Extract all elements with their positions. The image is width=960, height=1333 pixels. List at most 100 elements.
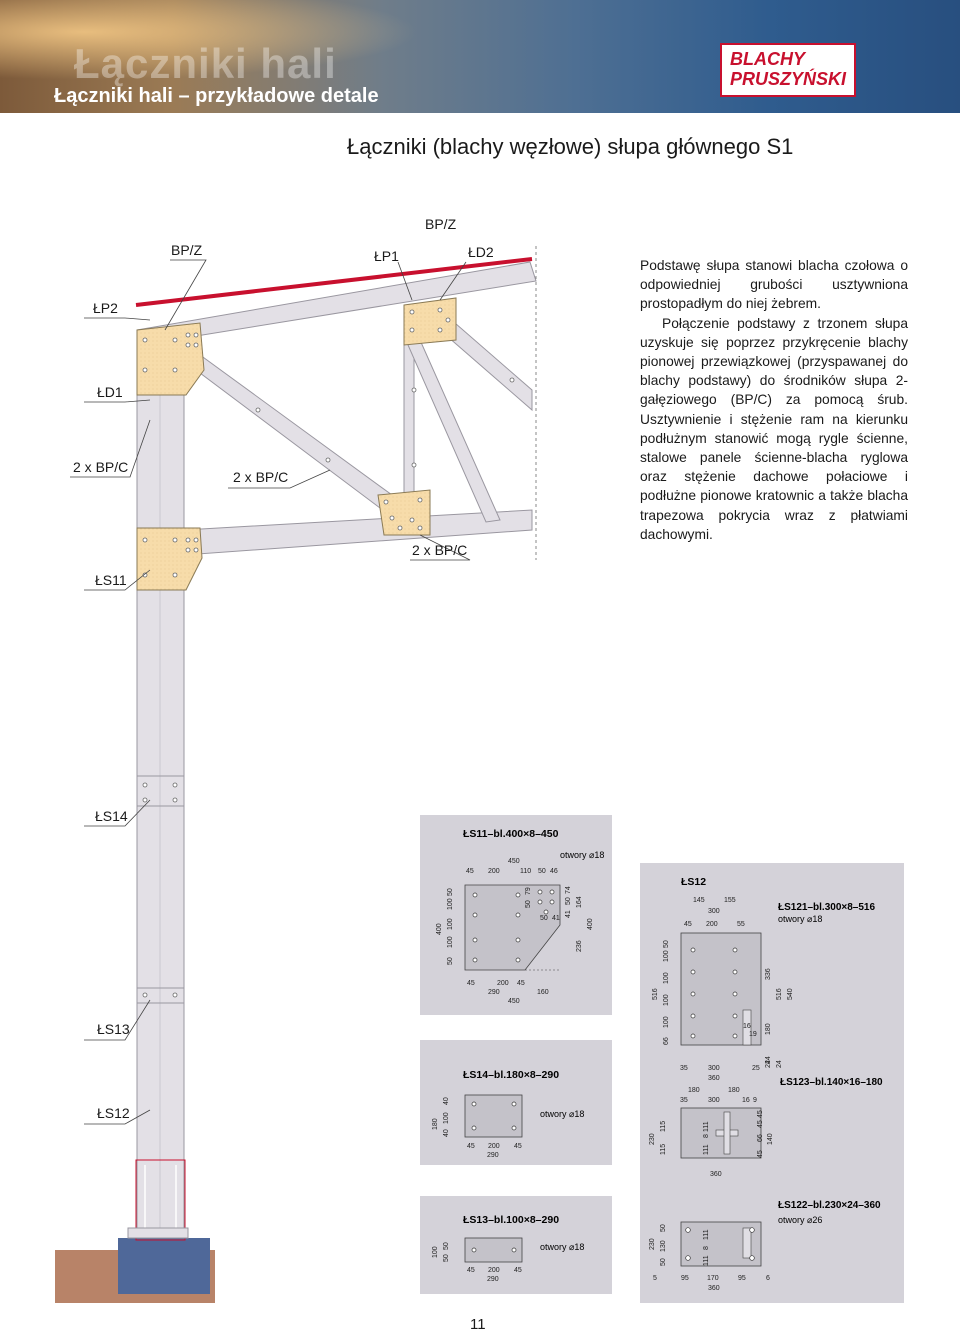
- ls13-holes: otwory ⌀18: [540, 1242, 584, 1252]
- ls123-dim: 230: [649, 1133, 656, 1145]
- ls121-dim: 516: [776, 988, 783, 1000]
- ls11-dim: 45: [466, 868, 474, 875]
- paragraph-1: Podstawę słupa stanowi blacha czołowa o …: [640, 258, 908, 312]
- ls13-dim: 290: [487, 1276, 499, 1283]
- ls123-dim: 9: [753, 1097, 757, 1104]
- ls121-dim: 50: [663, 940, 670, 948]
- ls121-dim: 540: [787, 988, 794, 1000]
- banner-title: Łączniki hali: [74, 40, 337, 87]
- ls122-dim: 95: [681, 1275, 689, 1282]
- bottom-chord: [183, 509, 533, 556]
- detail-ls13: ŁS13–bl.100×8–290 otwory ⌀18 100 50 50 4…: [420, 1196, 612, 1294]
- label-bpc-mid: 2 x BP/C: [233, 469, 288, 485]
- label-lp1: ŁP1: [374, 248, 399, 264]
- ls11-dim: 110: [520, 868, 531, 875]
- ls121-dim: 516: [652, 988, 659, 1000]
- ls121-dim: 100: [663, 972, 670, 984]
- ls122-dim: 50: [660, 1224, 667, 1232]
- ls14-dim: 180: [432, 1118, 439, 1130]
- ls123-dim: 35: [680, 1065, 688, 1072]
- ls11-dim: 50: [538, 868, 546, 875]
- ls14-dim: 40: [443, 1129, 450, 1137]
- ls13-title: ŁS13–bl.100×8–290: [463, 1214, 559, 1226]
- label-bpc-bottom: 2 x BP/C: [412, 542, 467, 558]
- ls11-dim: 50: [447, 888, 454, 896]
- leader-lines: [70, 259, 471, 1125]
- ls123-title: ŁS123–bl.140×16–180: [780, 1077, 883, 1088]
- ls123-dim: 140: [767, 1133, 774, 1145]
- ls123-dim: 115: [660, 1144, 667, 1155]
- ls11-dim: 45: [517, 980, 525, 987]
- ls11-dim: 160: [537, 989, 549, 996]
- plate-ls13: [136, 987, 185, 1004]
- ls14-dim: 45: [514, 1143, 522, 1150]
- column-base: [55, 1159, 215, 1303]
- ls121-dim: 100: [663, 994, 670, 1006]
- page-number: 11: [470, 1316, 486, 1333]
- ls123-dim: 180: [688, 1087, 700, 1094]
- ls13-dim: 100: [432, 1246, 439, 1258]
- drawing-labels: BP/Z BP/Z ŁP1 ŁD2 ŁP2 ŁD1 2 x BP/C 2 x B…: [73, 216, 494, 1121]
- ls11-dim: 50: [565, 897, 572, 905]
- ls13-dim: 200: [488, 1267, 500, 1274]
- ls121-dim: 100: [663, 950, 670, 962]
- ls123-dim: 115: [660, 1121, 667, 1132]
- bolt-holes: [142, 307, 515, 998]
- ls11-dim: 164: [576, 896, 583, 908]
- label-bpz-top: BP/Z: [425, 216, 457, 232]
- ls122-dim: 95: [738, 1275, 746, 1282]
- ls11-dim: 41: [565, 910, 572, 918]
- ls14-dim: 200: [488, 1143, 500, 1150]
- ls13-dim: 45: [514, 1267, 522, 1274]
- ls123-dim: 360: [710, 1171, 722, 1178]
- ls122-dim: 6: [766, 1275, 770, 1282]
- ls121-dim: 336: [765, 968, 772, 980]
- ls123-dim: 16: [742, 1097, 750, 1104]
- ls11-dim: 400: [436, 923, 443, 935]
- ls123-dim: 111: [703, 1121, 710, 1132]
- label-ls11: ŁS11: [95, 572, 127, 588]
- plate-ls14: [136, 775, 185, 807]
- ls11-dim: 41: [552, 915, 560, 922]
- ls123-dim: 45: [757, 1110, 764, 1118]
- ls122-dim: 360: [708, 1285, 720, 1292]
- ls14-holes: otwory ⌀18: [540, 1109, 584, 1119]
- ls121-dim: 19: [749, 1031, 757, 1038]
- ls11-dim: 50: [540, 915, 548, 922]
- label-ls13: ŁS13: [97, 1021, 130, 1037]
- ls123-dim: 45: [757, 1150, 764, 1158]
- ls121-title: ŁS121–bl.300×8–516: [778, 902, 875, 913]
- ls121-dim: 45: [684, 921, 692, 928]
- gusset-plates: [136, 297, 457, 591]
- header-banner: Łączniki hali Łączniki hali – przykładow…: [0, 0, 960, 113]
- ls11-holes: otwory ⌀18: [560, 850, 604, 860]
- label-ld1: ŁD1: [97, 384, 123, 400]
- company-logo: BLACHY PRUSZYŃSKI: [720, 43, 856, 97]
- ls11-dim: 100: [447, 936, 454, 948]
- ls123-dim: 8: [703, 1134, 710, 1138]
- logo-line1: BLACHY: [730, 49, 805, 69]
- ls14-dim: 45: [467, 1143, 475, 1150]
- label-ls12: ŁS12: [97, 1105, 130, 1121]
- ls11-dim: 290: [488, 989, 500, 996]
- ls122-title: ŁS122–bl.230×24–360: [778, 1200, 881, 1211]
- ls122-holes: otwory ⌀26: [778, 1215, 822, 1225]
- page-title: Łączniki (blachy węzłowe) słupa głównego…: [347, 134, 794, 159]
- ls123-dim: 300: [708, 1097, 720, 1104]
- ls123-dim: 25: [752, 1065, 760, 1072]
- main-column: [136, 329, 185, 1261]
- ls11-dim: 450: [508, 998, 520, 1005]
- detail-ls14: ŁS14–bl.180×8–290 otwory ⌀18 180 40 100 …: [420, 1040, 612, 1165]
- ls123-dim: 300: [708, 1065, 720, 1072]
- ls121-holes: otwory ⌀18: [778, 914, 822, 924]
- detail-ls11: ŁS11–bl.400×8–450 otwory ⌀18 450 45 200 …: [420, 815, 612, 1015]
- ls121-dim: 24: [765, 1056, 772, 1064]
- ls122-dim: 111: [703, 1255, 710, 1266]
- ls123-dim: 35: [680, 1097, 688, 1104]
- ls11-dim: 450: [508, 858, 520, 865]
- ls14-dim: 100: [443, 1112, 450, 1124]
- ls122-dim: 50: [660, 1258, 667, 1266]
- label-bpz-left: BP/Z: [171, 242, 203, 258]
- ls123-dim: 360: [708, 1075, 720, 1082]
